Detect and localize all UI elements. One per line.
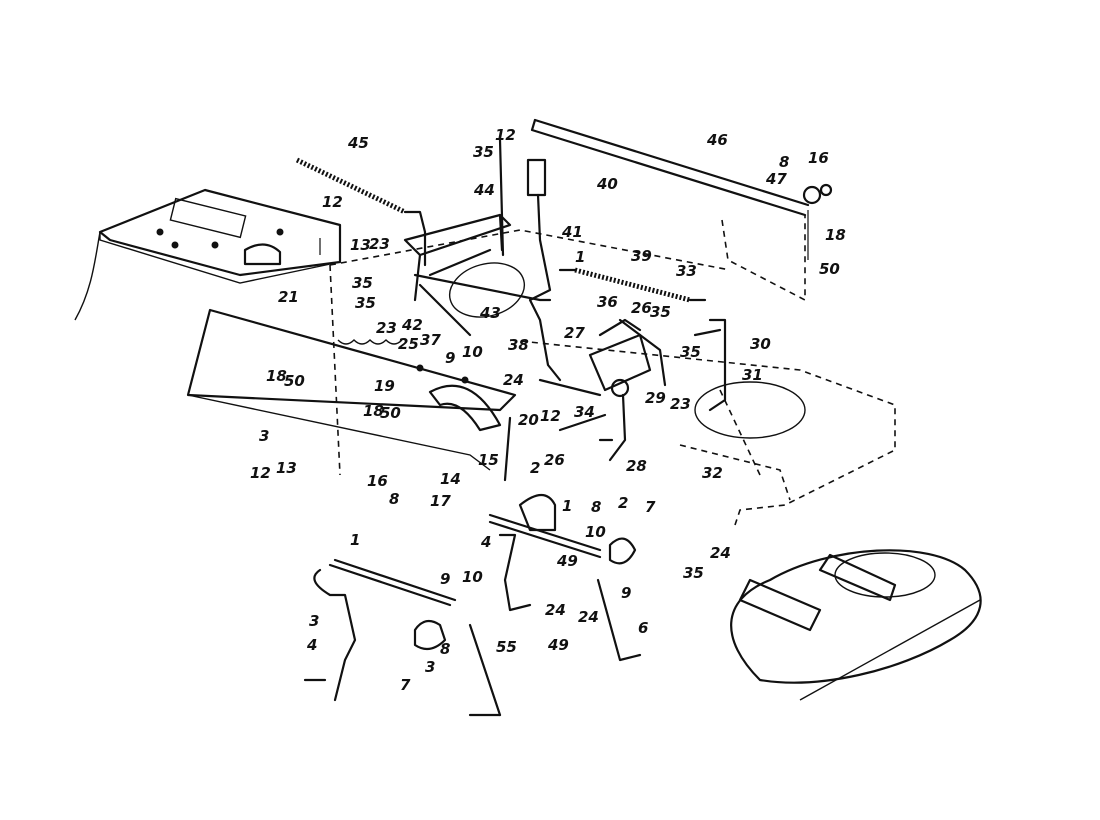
lift-frame xyxy=(403,138,552,337)
callout-10: 10 xyxy=(585,523,606,541)
callout-12: 12 xyxy=(495,126,516,144)
spring-45 xyxy=(295,157,427,267)
callout-21: 21 xyxy=(278,288,299,306)
center-mechanism xyxy=(538,318,727,462)
callout-32: 32 xyxy=(702,464,723,482)
callout-12: 12 xyxy=(322,193,343,211)
lift-handle xyxy=(526,158,562,382)
callout-39: 39 xyxy=(631,247,652,265)
callout-15: 15 xyxy=(478,451,499,469)
callout-24: 24 xyxy=(503,371,524,389)
rod-20 xyxy=(503,416,512,482)
side-panel xyxy=(186,308,517,471)
spring-39 xyxy=(558,267,707,303)
callout-28: 28 xyxy=(626,457,647,475)
callout-41: 41 xyxy=(561,223,583,241)
callout-17: 17 xyxy=(430,492,451,510)
callout-40: 40 xyxy=(596,175,618,193)
callout-23: 23 xyxy=(670,395,691,413)
callout-33: 33 xyxy=(676,262,697,280)
callout-4: 4 xyxy=(480,533,491,551)
callout-50: 50 xyxy=(284,372,305,390)
callout-42: 42 xyxy=(401,316,423,334)
callout-35: 35 xyxy=(650,303,671,321)
callout-35: 35 xyxy=(473,143,494,161)
callout-1: 1 xyxy=(350,531,360,549)
callout-4: 4 xyxy=(306,636,317,654)
callout-8: 8 xyxy=(779,153,789,171)
callout-35: 35 xyxy=(680,343,701,361)
callout-43: 43 xyxy=(479,304,501,322)
callout-16: 16 xyxy=(808,149,829,167)
callout-50: 50 xyxy=(819,260,840,278)
callout-12: 12 xyxy=(250,464,271,482)
callout-3: 3 xyxy=(309,612,319,630)
callout-1: 1 xyxy=(575,248,585,266)
callout-26: 26 xyxy=(544,451,565,469)
callout-10: 10 xyxy=(462,568,483,586)
callout-29: 29 xyxy=(645,389,666,407)
callout-8: 8 xyxy=(591,498,601,516)
body-outline xyxy=(329,229,896,526)
callout-3: 3 xyxy=(425,658,435,676)
callout-26: 26 xyxy=(631,299,652,317)
callout-24: 24 xyxy=(578,608,599,626)
callout-37: 37 xyxy=(420,331,441,349)
callout-47: 47 xyxy=(765,170,787,188)
rear-panel xyxy=(530,118,833,302)
left-lift-arm xyxy=(303,558,502,717)
callout-12: 12 xyxy=(540,407,561,425)
callout-35: 35 xyxy=(355,294,376,312)
callout-38: 38 xyxy=(508,336,529,354)
right-lift-arm xyxy=(488,493,642,662)
callout-labels: 45 12 35 40 46 8 16 47 18 50 12 44 41 13… xyxy=(250,126,846,694)
sector-plate xyxy=(428,384,502,432)
callout-16: 16 xyxy=(367,472,388,490)
callout-14: 14 xyxy=(440,470,461,488)
callout-45: 45 xyxy=(347,134,369,152)
callout-24: 24 xyxy=(710,544,731,562)
callout-31: 31 xyxy=(742,366,763,384)
callout-1: 1 xyxy=(562,497,572,515)
callout-9: 9 xyxy=(440,570,450,588)
callout-13: 13 xyxy=(350,236,371,254)
callout-20: 20 xyxy=(518,411,539,429)
callout-10: 10 xyxy=(462,343,483,361)
callout-18: 18 xyxy=(266,367,287,385)
callout-19: 19 xyxy=(374,377,395,395)
callout-3: 3 xyxy=(259,427,269,445)
callout-18: 18 xyxy=(825,226,846,244)
callout-8: 8 xyxy=(440,640,450,658)
callout-13: 13 xyxy=(276,459,297,477)
callout-44: 44 xyxy=(473,181,495,199)
mounting-plate xyxy=(74,188,342,321)
callout-18: 18 xyxy=(363,402,384,420)
callout-49: 49 xyxy=(547,636,569,654)
callout-23: 23 xyxy=(369,235,390,253)
callout-7: 7 xyxy=(645,498,656,516)
callout-34: 34 xyxy=(574,403,595,421)
callout-24: 24 xyxy=(545,601,566,619)
callout-25: 25 xyxy=(398,335,419,353)
callout-8: 8 xyxy=(389,490,399,508)
callout-2: 2 xyxy=(530,459,540,477)
callout-27: 27 xyxy=(564,324,585,342)
callout-46: 46 xyxy=(706,131,728,149)
callout-30: 30 xyxy=(750,335,771,353)
callout-36: 36 xyxy=(597,293,618,311)
callout-7: 7 xyxy=(400,676,411,694)
callout-50: 50 xyxy=(380,404,401,422)
callout-9: 9 xyxy=(445,349,455,367)
callout-35: 35 xyxy=(683,564,704,582)
callout-6: 6 xyxy=(638,619,648,637)
callout-55: 55 xyxy=(496,638,517,656)
mower-deck xyxy=(730,549,982,701)
callout-23: 23 xyxy=(376,319,397,337)
callout-2: 2 xyxy=(618,494,628,512)
callout-49: 49 xyxy=(556,552,578,570)
callout-9: 9 xyxy=(621,584,631,602)
callout-35: 35 xyxy=(352,274,373,292)
